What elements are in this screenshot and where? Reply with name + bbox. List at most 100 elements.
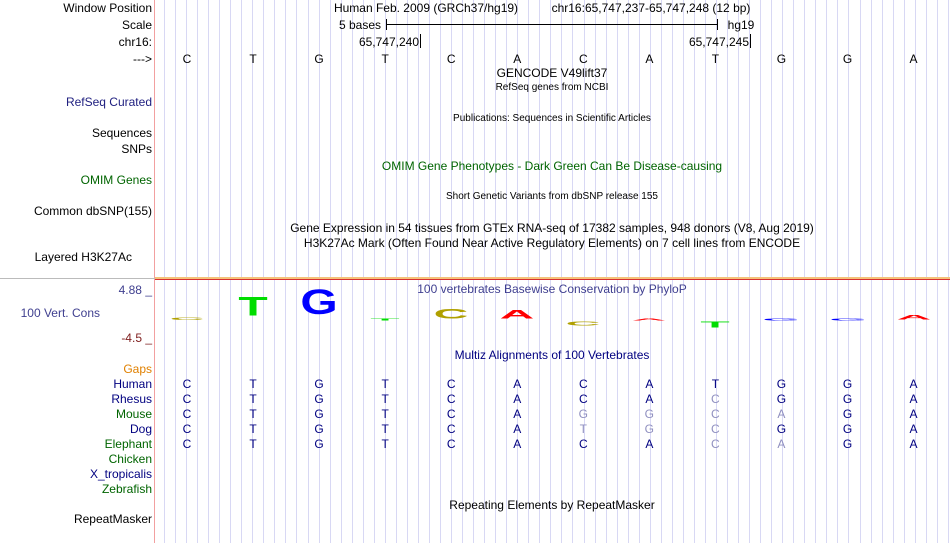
phylop-letter: T <box>238 292 268 322</box>
label-repeatmasker[interactable]: RepeatMasker <box>73 512 152 526</box>
grid-line <box>462 0 464 543</box>
label-dbsnp[interactable]: Common dbSNP(155) <box>33 204 152 218</box>
aligned-base: C <box>711 392 720 406</box>
grid-line <box>782 0 784 543</box>
grid-line <box>186 0 188 543</box>
aligned-base: C <box>711 437 720 451</box>
phylop-letter: C <box>565 320 601 327</box>
label-chrom: chr16: <box>118 35 152 49</box>
aligned-base: C <box>182 377 192 391</box>
base: T <box>381 52 389 66</box>
grid-line <box>395 0 397 543</box>
aligned-base: C <box>711 422 720 436</box>
species-label[interactable]: Elephant <box>104 437 152 451</box>
aligned-base: A <box>909 437 918 451</box>
base: G <box>776 52 787 66</box>
species-label[interactable]: Human <box>113 377 152 391</box>
grid-line <box>561 0 563 543</box>
aligned-base: A <box>909 407 918 421</box>
track-repeatmasker[interactable]: Repeating Elements by RepeatMasker <box>449 498 655 512</box>
grid-line <box>318 0 320 543</box>
aligned-base: G <box>842 392 853 406</box>
track-h3k27ac[interactable]: H3K27Ac Mark (Often Found Near Active Re… <box>303 236 801 250</box>
aligned-base: G <box>776 392 787 406</box>
aligned-base: C <box>182 437 192 451</box>
grid-line <box>649 0 651 543</box>
grid-line <box>495 0 497 543</box>
grid-line <box>738 0 740 543</box>
aligned-base: C <box>182 422 192 436</box>
species-label[interactable]: Dog <box>129 422 152 436</box>
base: C <box>446 52 456 66</box>
grid-line <box>682 0 684 543</box>
aligned-base: A <box>645 392 654 406</box>
label-gaps[interactable]: Gaps <box>123 362 152 376</box>
label-omim[interactable]: OMIM Genes <box>80 173 152 187</box>
aligned-base: A <box>909 422 918 436</box>
separator <box>0 278 155 279</box>
grid-line <box>384 0 386 543</box>
phylop-letter: T <box>700 320 731 330</box>
grid-line <box>517 0 519 543</box>
aligned-base: C <box>446 407 456 421</box>
aligned-base: C <box>182 392 192 406</box>
species-label[interactable]: Chicken <box>108 452 152 466</box>
track-gencode[interactable]: GENCODE V49lift37 <box>496 66 608 80</box>
track-gtex[interactable]: Gene Expression in 54 tissues from GTEx … <box>290 221 814 235</box>
aligned-base: C <box>578 392 588 406</box>
aligned-base: T <box>249 377 257 391</box>
aligned-base: T <box>381 377 389 391</box>
aligned-base: T <box>381 422 389 436</box>
phylop-letter: A <box>896 313 931 322</box>
track-phylop[interactable]: 100 vertebrates Basewise Conservation by… <box>417 282 687 296</box>
species-label[interactable]: Rhesus <box>111 392 152 406</box>
label-cons[interactable]: 100 Vert. Cons <box>20 306 100 320</box>
aligned-base: G <box>842 407 853 421</box>
phylop-letter: A <box>499 308 535 322</box>
track-omim[interactable]: OMIM Gene Phenotypes - Dark Green Can Be… <box>381 159 723 173</box>
grid-line <box>892 0 894 543</box>
track-multiz[interactable]: Multiz Alignments of 100 Vertebrates <box>454 348 650 362</box>
track-dbsnp[interactable]: Short Genetic Variants from dbSNP releas… <box>446 191 658 202</box>
species-label[interactable]: X_tropicalis <box>89 467 152 481</box>
grid-line <box>693 0 695 543</box>
aligned-base: A <box>777 407 786 421</box>
label-snps[interactable]: SNPs <box>121 142 152 156</box>
scale-tick-left <box>386 19 387 30</box>
grid-line <box>351 0 353 543</box>
grid-line <box>440 0 441 543</box>
base: C <box>182 52 192 66</box>
grid-line <box>727 0 729 543</box>
species-label[interactable]: Mouse <box>115 407 152 421</box>
grid-line <box>771 0 773 543</box>
label-h3k27ac[interactable]: Layered H3K27Ac <box>34 250 132 264</box>
grid-line <box>627 0 629 543</box>
assembly: Human Feb. 2009 (GRCh37/hg19) <box>333 1 519 15</box>
grid-line <box>296 0 298 543</box>
grid-line <box>274 0 276 543</box>
grid-line <box>428 0 430 543</box>
aligned-base: C <box>446 422 456 436</box>
grid-line <box>804 0 806 543</box>
label-strand[interactable]: ---> <box>133 52 152 66</box>
grid-line <box>859 0 861 543</box>
grid-line <box>230 0 232 543</box>
aligned-base: A <box>777 437 786 451</box>
grid-line <box>417 0 419 543</box>
aligned-base: G <box>578 407 588 421</box>
track-publications[interactable]: Publications: Sequences in Scientific Ar… <box>453 113 651 124</box>
aligned-base: T <box>381 392 389 406</box>
grid-line <box>760 0 762 543</box>
aligned-base: G <box>314 392 324 406</box>
grid-line <box>263 0 265 543</box>
track-refseq[interactable]: RefSeq genes from NCBI <box>495 82 609 93</box>
aligned-base: T <box>579 422 587 436</box>
label-refseq[interactable]: RefSeq Curated <box>65 95 152 109</box>
aligned-base: G <box>644 407 655 421</box>
grid-line <box>594 0 596 543</box>
label-sequences[interactable]: Sequences <box>91 126 152 140</box>
species-label[interactable]: Zebrafish <box>101 482 152 496</box>
phylop-letter: C <box>433 306 469 322</box>
phylop-letter: G <box>828 318 867 322</box>
tick-2 <box>750 34 751 48</box>
